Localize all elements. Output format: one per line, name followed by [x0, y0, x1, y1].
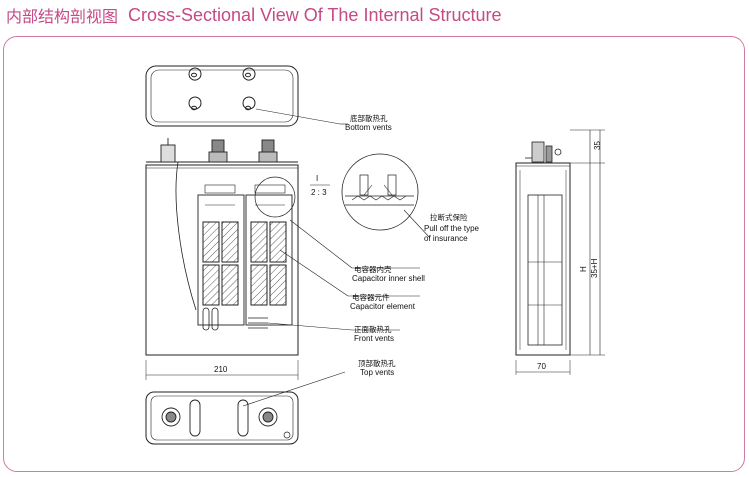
top-vent-slots [189, 399, 249, 437]
label-pull-off-en1: Pull off the type [424, 224, 480, 233]
side-view [515, 129, 605, 375]
top-view-plate [145, 371, 346, 445]
label-top-vents-en: Top vents [360, 368, 394, 377]
front-vent-slots [202, 307, 268, 331]
side-terminal [525, 141, 562, 163]
dimension-height-top: 35 [593, 141, 602, 150]
label-element-en: Capacitor element [350, 302, 416, 311]
inner-connectors [204, 184, 286, 206]
label-pull-off-cn: 拉断式保险 [430, 212, 468, 222]
label-top-vents-cn: 顶部散热孔 [358, 358, 396, 368]
label-element-cn: 电容器元件 [352, 292, 390, 302]
title-chinese: 内部结构剖视图 [6, 7, 119, 26]
bottom-view-plate [145, 65, 348, 127]
title-english: Cross-Sectional View Of The Internal Str… [128, 4, 502, 25]
label-bottom-vents-en: Bottom vents [345, 123, 392, 132]
dimension-height-h: H [579, 266, 588, 272]
label-inner-shell-cn: 电容器内壳 [354, 264, 392, 274]
label-front-vents-cn: 正面散热孔 [354, 324, 392, 334]
capacitor-elements [202, 221, 287, 306]
leader-lines [267, 219, 420, 331]
top-terminals [161, 407, 278, 427]
front-section-view [145, 138, 299, 380]
label-pull-off-en2: of insurance [424, 234, 468, 243]
dimension-height-total: 35+H [590, 258, 599, 278]
dimension-width-front: 210 [214, 365, 228, 374]
dimension-width-side: 70 [537, 362, 546, 371]
title-bar: 内部结构剖视图 Cross-Sectional View Of The Inte… [6, 2, 502, 28]
diagram-frame [3, 36, 745, 472]
label-inner-shell-en: Capacitor inner shell [352, 274, 425, 283]
bottom-vent-slots [188, 67, 256, 111]
scale-ratio: 2 : 3 [311, 188, 327, 197]
terminals [160, 138, 278, 163]
label-front-vents-en: Front vents [354, 334, 394, 343]
detail-view-i [341, 153, 431, 239]
scale-label-i: I [316, 174, 318, 183]
label-bottom-vents-cn: 底部散热孔 [350, 113, 388, 123]
